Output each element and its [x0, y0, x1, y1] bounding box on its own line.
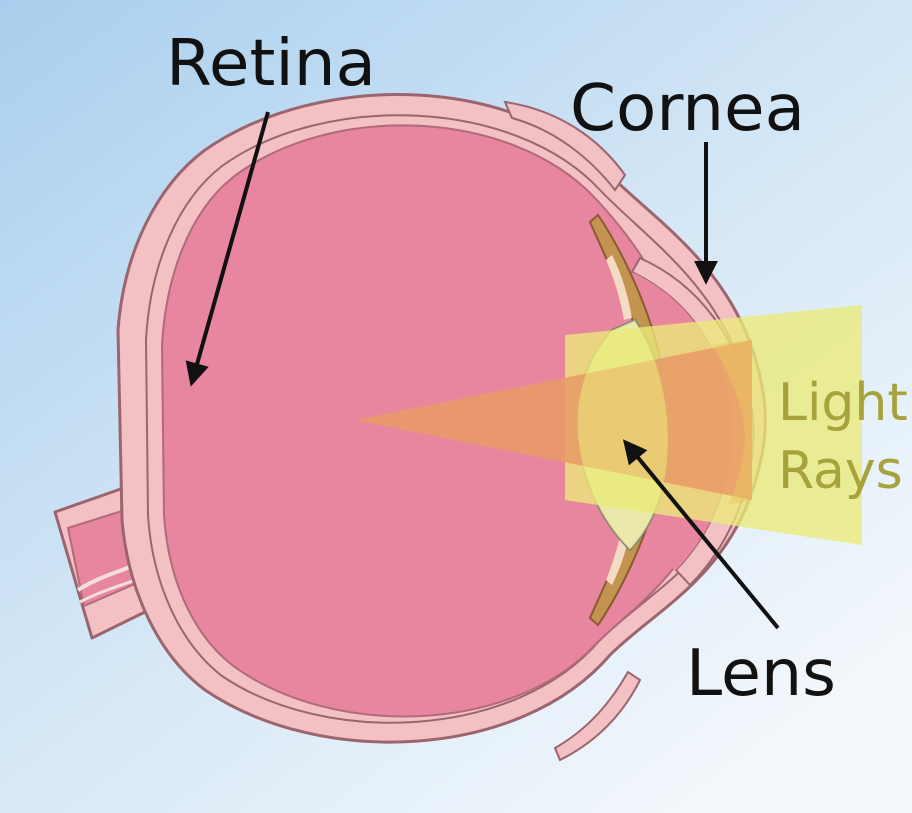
light-rays-label-line2: Rays: [778, 441, 903, 501]
lens-label: Lens: [686, 637, 836, 711]
cornea-label: Cornea: [570, 72, 805, 146]
light-rays-label-line1: Light: [778, 373, 908, 433]
retina-label: Retina: [166, 27, 376, 101]
